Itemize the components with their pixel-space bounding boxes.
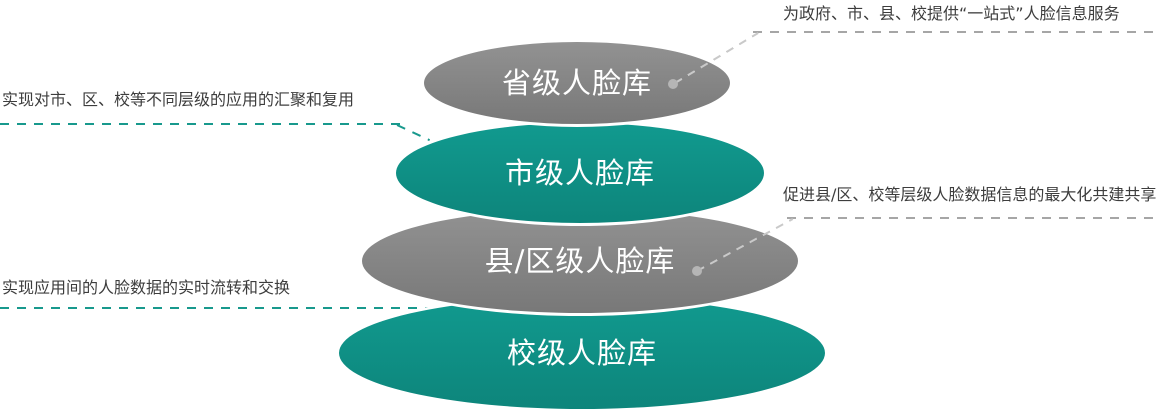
- pyramid-level-city: 市级人脸库: [393, 120, 767, 226]
- annotation-top-right-text: 为政府、市、县、校提供“一站式”人脸信息服务: [783, 4, 1120, 23]
- annotation-left-bottom-text: 实现应用间的人脸数据的实时流转和交换: [2, 278, 291, 297]
- pyramid-level-city-label: 市级人脸库: [504, 155, 655, 190]
- dashed-connector-left-bottom-horizontal: [0, 307, 436, 309]
- connector-dot-county: [692, 266, 702, 276]
- connector-dot-provincial: [668, 79, 678, 89]
- annotation-right-middle-text: 促进县/区、校等层级人脸数据信息的最大化共建共享: [783, 185, 1157, 204]
- pyramid-level-school-label: 校级人脸库: [506, 335, 657, 370]
- dashed-connector-left-top-horizontal: [0, 123, 400, 125]
- pyramid-level-provincial-label: 省级人脸库: [501, 65, 652, 100]
- dashed-connector-top-right-horizontal: [753, 31, 1160, 33]
- annotation-left-top-text: 实现对市、区、校等不同层级的应用的汇聚和复用: [2, 90, 355, 109]
- pyramid-level-county-label: 县/区级人脸库: [484, 243, 676, 278]
- dashed-connector-right-middle-horizontal: [787, 217, 1160, 219]
- dashed-connector-left-top-diagonal: [396, 124, 431, 142]
- pyramid-level-provincial: 省级人脸库: [421, 39, 733, 127]
